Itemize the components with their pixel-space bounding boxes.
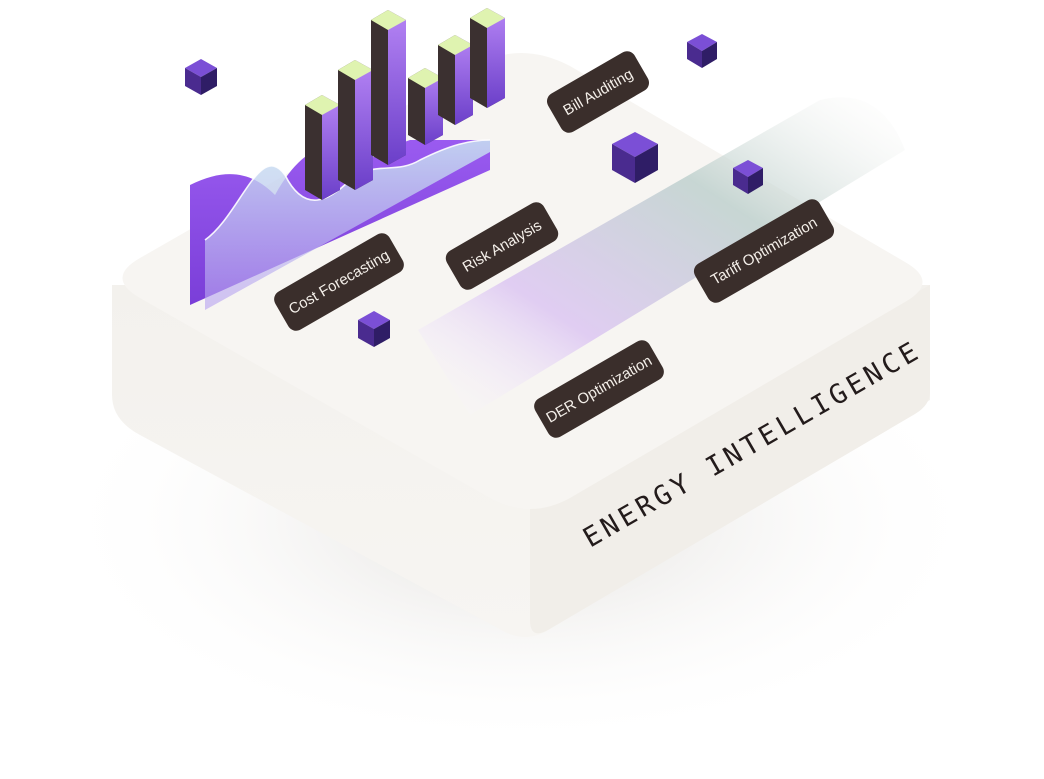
cube-icon (733, 160, 763, 194)
cube-icon (185, 59, 217, 95)
platform-right-side (530, 285, 930, 634)
cube-icon (612, 132, 658, 183)
bar-chart-icon (305, 8, 505, 200)
cube-icon (687, 34, 717, 68)
cube-icon (358, 311, 390, 347)
data-stream-beam (418, 97, 905, 415)
label-cost-forecasting: Cost Forecasting (274, 233, 404, 331)
wave-area-icon (190, 139, 491, 310)
